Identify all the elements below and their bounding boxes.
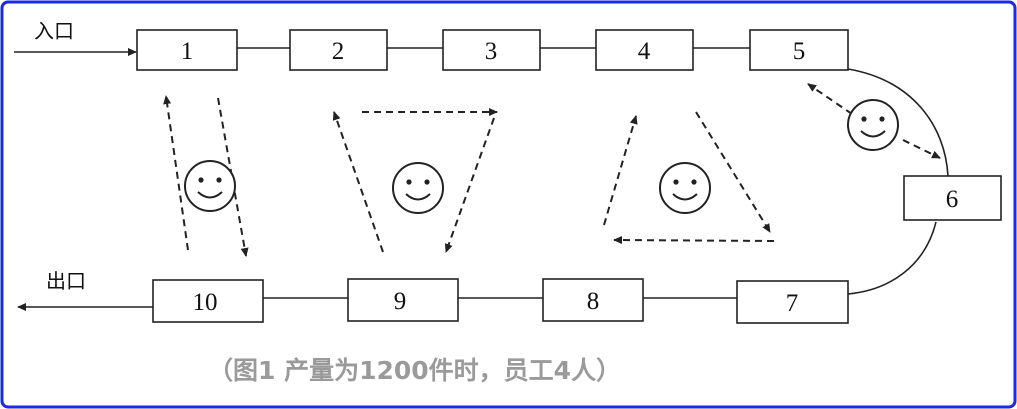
worker-3-path bbox=[603, 111, 775, 245]
svg-text:2: 2 bbox=[332, 38, 345, 65]
station-7: 7 bbox=[736, 280, 849, 324]
station-2: 2 bbox=[289, 29, 388, 71]
station-9: 9 bbox=[347, 278, 459, 322]
smiley-face-icon bbox=[847, 99, 899, 151]
connector-6-7 bbox=[847, 221, 937, 295]
svg-text:9: 9 bbox=[394, 288, 407, 315]
entrance-label: 入口 bbox=[34, 19, 74, 43]
station-6: 6 bbox=[903, 175, 1002, 221]
svg-text:3: 3 bbox=[485, 38, 498, 65]
connector-5-6 bbox=[847, 68, 949, 177]
station-5: 5 bbox=[749, 29, 849, 71]
worker-2-path bbox=[332, 108, 498, 253]
exit-label: 出口 bbox=[46, 269, 86, 293]
worker-1-path bbox=[163, 95, 249, 257]
svg-text:7: 7 bbox=[786, 290, 799, 317]
smiley-face-icon bbox=[659, 162, 711, 214]
figure-caption: （图1 产量为1200件时，员工4人） bbox=[208, 356, 621, 385]
worker-4-path bbox=[807, 83, 941, 159]
svg-text:1: 1 bbox=[181, 38, 194, 65]
svg-text:4: 4 bbox=[638, 38, 651, 65]
svg-text:5: 5 bbox=[793, 38, 806, 65]
smiley-face-icon bbox=[392, 162, 444, 214]
svg-text:6: 6 bbox=[946, 186, 959, 213]
station-3: 3 bbox=[442, 29, 541, 71]
station-8: 8 bbox=[542, 278, 644, 322]
svg-text:8: 8 bbox=[587, 288, 600, 315]
smiley-face-icon bbox=[184, 160, 236, 212]
svg-text:10: 10 bbox=[193, 289, 218, 316]
station-10: 10 bbox=[152, 279, 264, 323]
station-1: 1 bbox=[136, 29, 238, 71]
station-4: 4 bbox=[595, 29, 694, 71]
